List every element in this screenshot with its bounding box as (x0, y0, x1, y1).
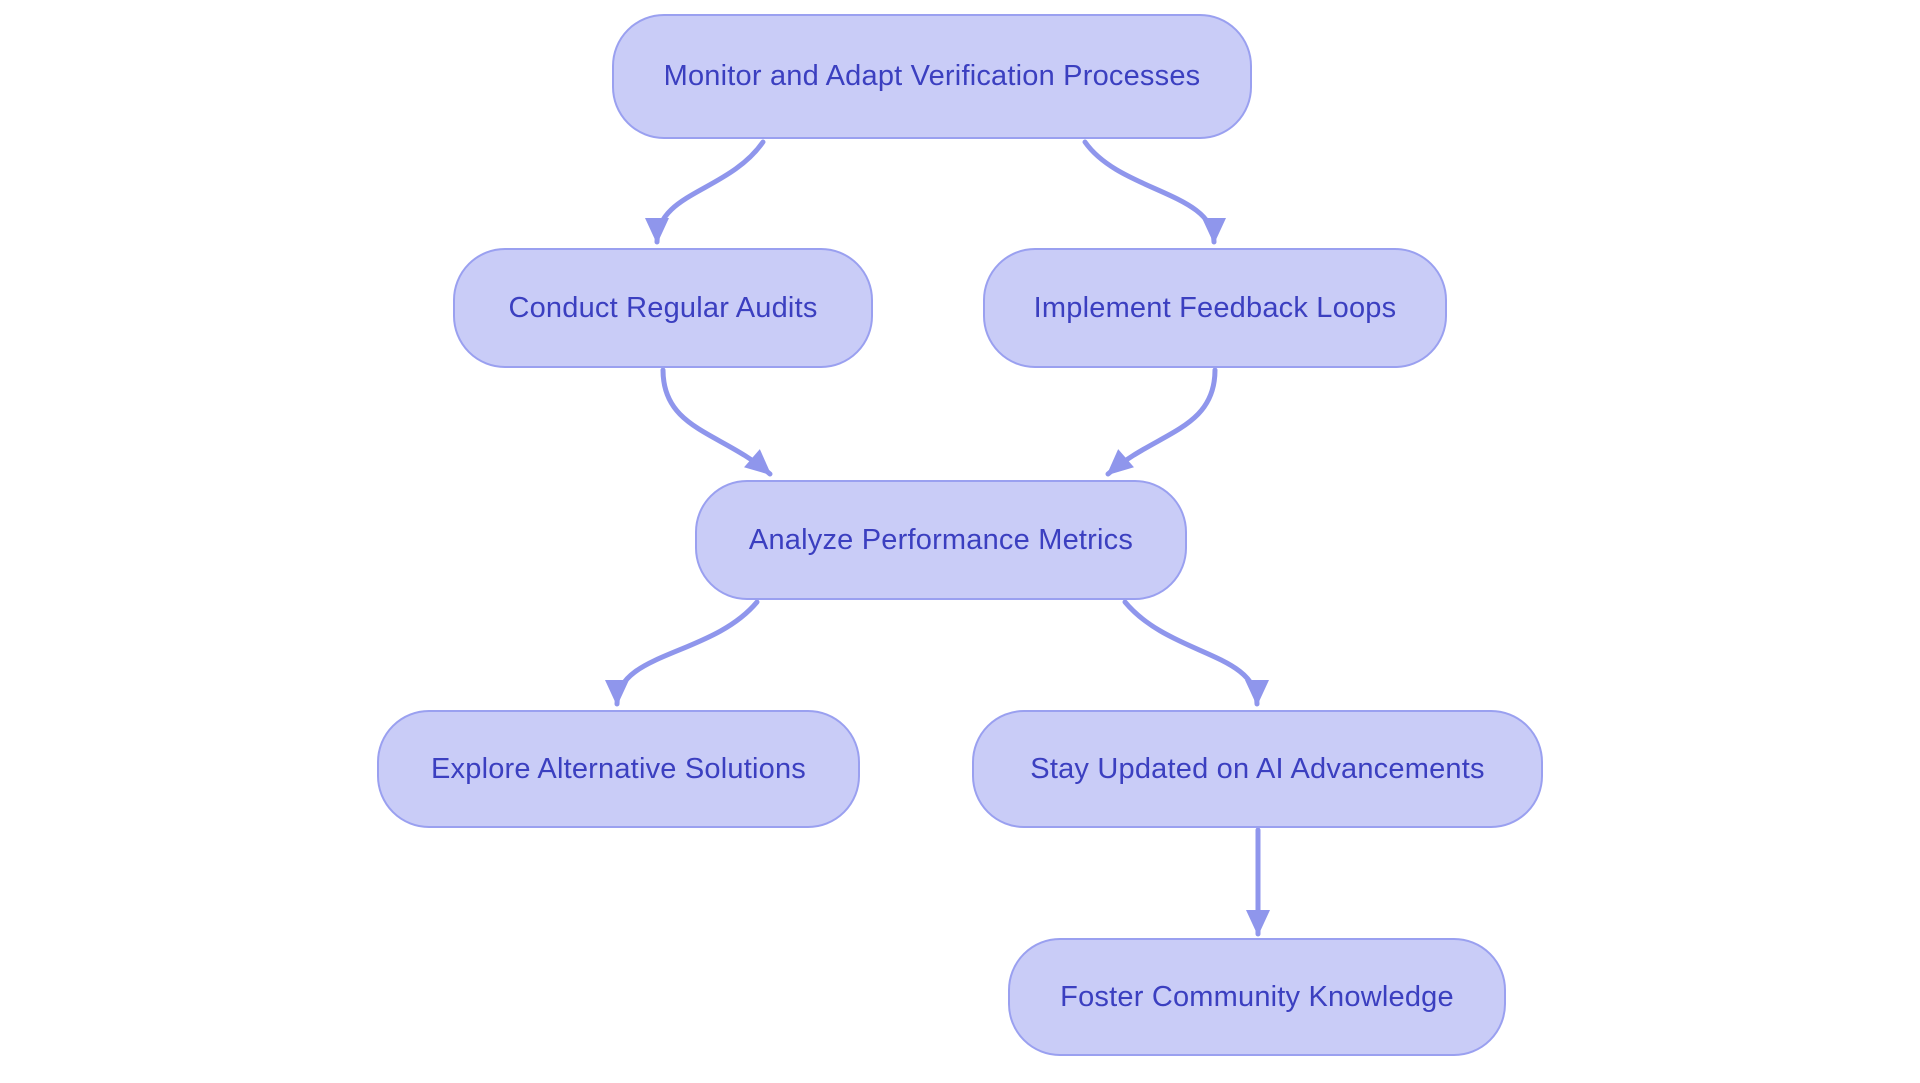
edge-feedback-to-metrics (1105, 367, 1218, 477)
edge-audits-to-metrics (660, 367, 773, 477)
edge-metrics-to-ai-updates (1122, 599, 1269, 707)
node-analyze-performance-metrics: Analyze Performance Metrics (695, 480, 1187, 600)
node-conduct-regular-audits: Conduct Regular Audits (453, 248, 873, 368)
edge-monitor-to-feedback (1082, 139, 1226, 245)
node-explore-alternative-solutions: Explore Alternative Solutions (377, 710, 860, 828)
node-monitor-and-adapt-verification-processes: Monitor and Adapt Verification Processes (612, 14, 1252, 139)
edge-metrics-to-alternatives (605, 599, 760, 707)
node-foster-community-knowledge: Foster Community Knowledge (1008, 938, 1506, 1056)
edge-monitor-to-audits (645, 139, 766, 245)
node-stay-updated-on-ai-advancements: Stay Updated on AI Advancements (972, 710, 1543, 828)
node-implement-feedback-loops: Implement Feedback Loops (983, 248, 1447, 368)
